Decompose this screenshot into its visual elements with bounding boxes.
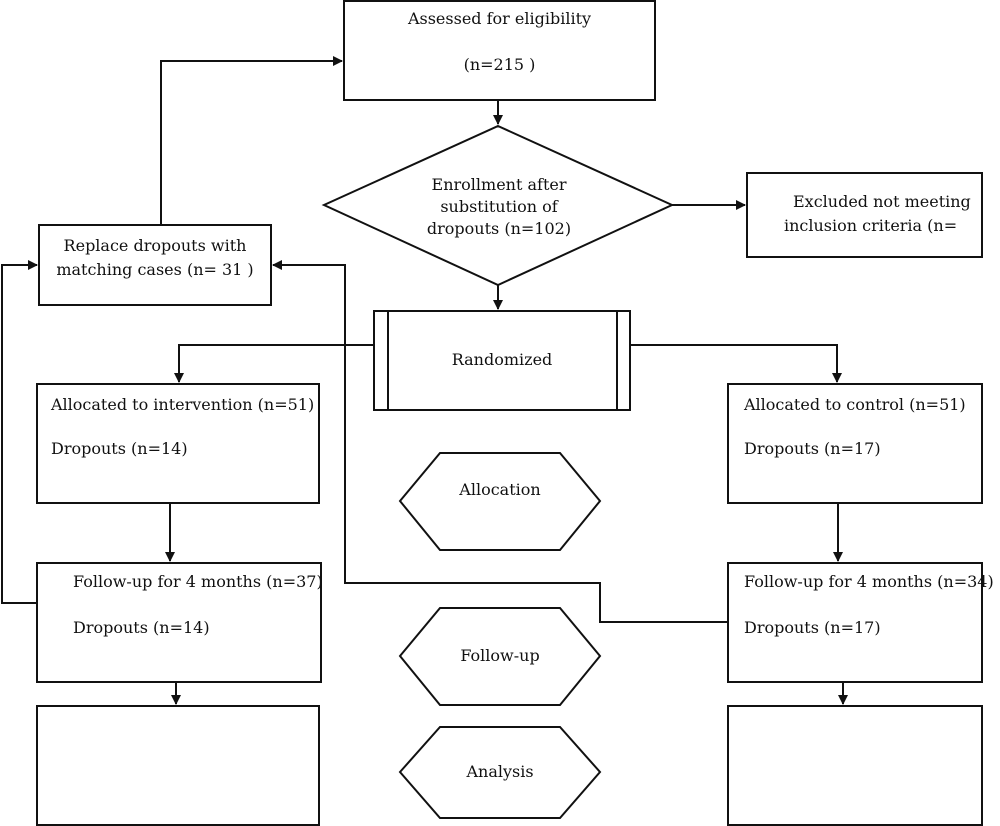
allocation-hexagon: [398, 452, 602, 551]
followup-intervention-box: [36, 562, 322, 683]
arrow-followup-control-to-replace: [272, 260, 728, 623]
replace-box: [38, 224, 272, 306]
control-dropouts: Dropouts (n=17): [744, 439, 881, 458]
control-box: [727, 383, 983, 504]
randomized-label: Randomized: [451, 350, 553, 369]
analysis-intervention-box: [36, 705, 320, 826]
excluded-line-2: inclusion criteria (n=: [784, 216, 958, 235]
followup-intervention-title: Follow-up for 4 months (n=37): [73, 572, 323, 591]
excluded-box: [746, 172, 983, 258]
assessed-box: [343, 0, 656, 101]
allocation-label: Allocation: [459, 480, 541, 499]
enrollment-line-1: Enrollment after: [431, 175, 567, 194]
replace-line-1: Replace dropouts with: [63, 236, 247, 255]
enrollment-line-3: dropouts (n=102): [426, 219, 572, 238]
analysis-control-box: [727, 705, 983, 826]
intervention-allocated: Allocated to intervention (n=51): [51, 395, 315, 414]
replace-line-2: matching cases (n= 31 ): [56, 260, 254, 279]
arrow-randomized-to-intervention: [174, 344, 374, 383]
followup-control-title: Follow-up for 4 months (n=34): [744, 572, 994, 591]
followup-hexagon: [398, 607, 602, 706]
followup-intervention-dropouts: Dropouts (n=14): [73, 618, 210, 637]
intervention-box: [36, 383, 320, 504]
assessed-count: (n=215 ): [463, 55, 536, 74]
assessed-title: Assessed for eligibility: [407, 9, 592, 28]
analysis-hexagon: [398, 726, 602, 819]
intervention-dropouts: Dropouts (n=14): [51, 439, 188, 458]
arrow-replace-to-assessed: [160, 56, 343, 225]
randomized-box: [373, 310, 631, 411]
control-allocated: Allocated to control (n=51): [744, 395, 966, 414]
arrow-followup-intervention-to-replace: [1, 260, 38, 604]
analysis-label: Analysis: [466, 762, 534, 781]
enrollment-line-2: substitution of: [440, 197, 558, 216]
followup-label: Follow-up: [460, 646, 540, 665]
arrow-randomized-to-control: [630, 344, 842, 383]
excluded-line-1: Excluded not meeting: [793, 192, 971, 211]
followup-control-dropouts: Dropouts (n=17): [744, 618, 881, 637]
